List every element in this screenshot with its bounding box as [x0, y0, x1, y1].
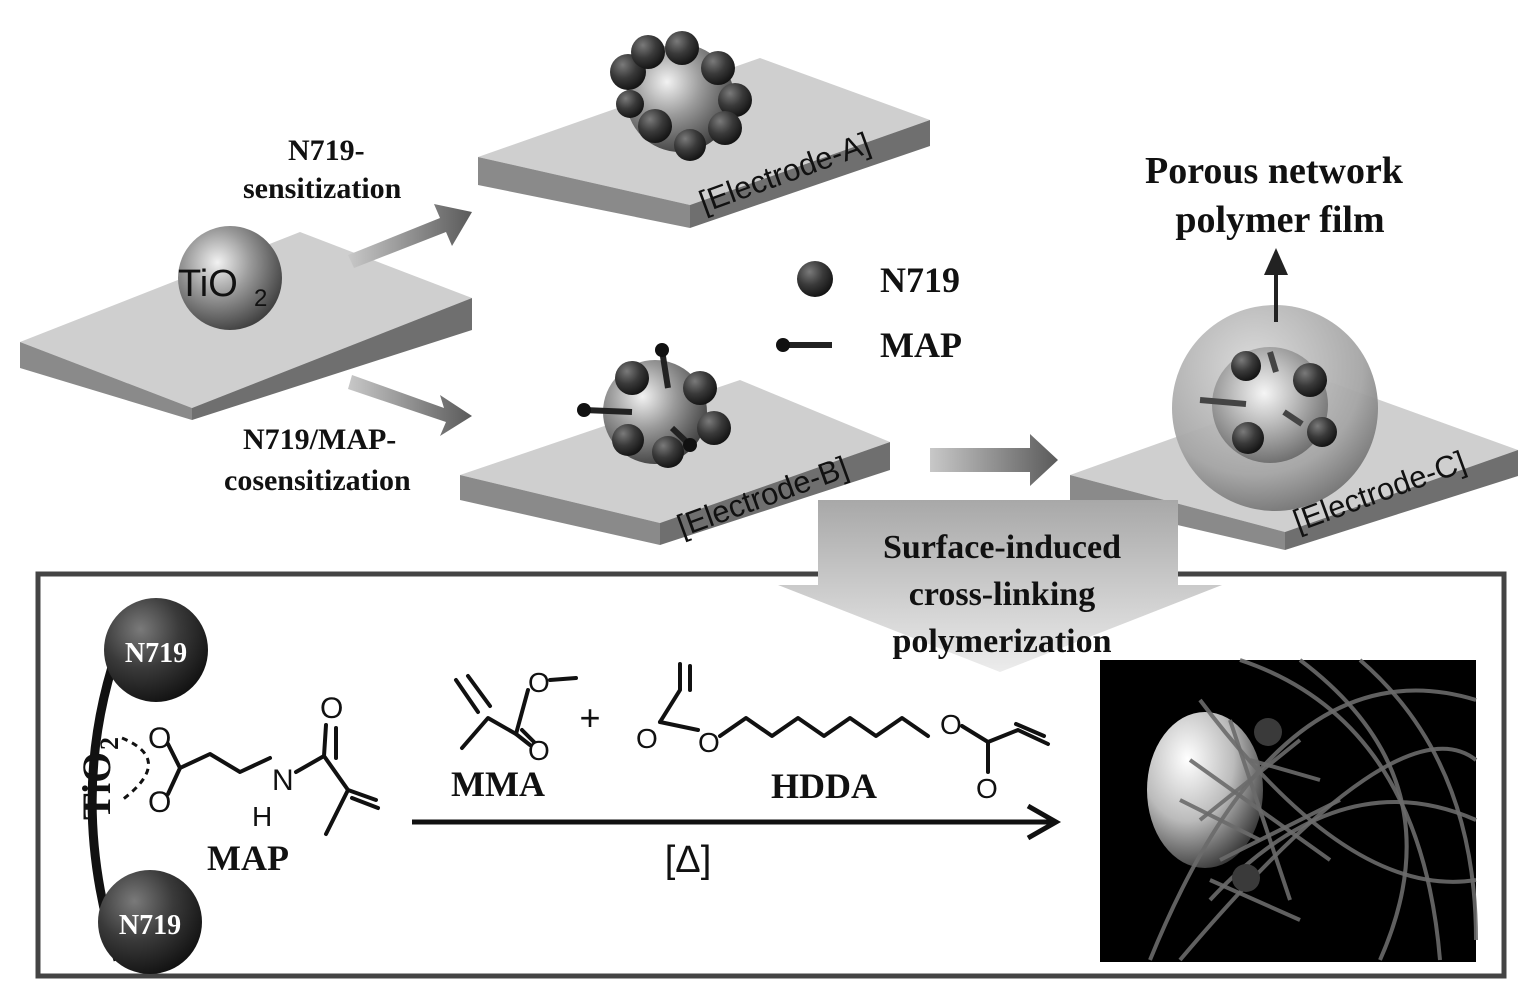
svg-text:O: O: [148, 786, 171, 819]
cosensitization-arrow: [348, 375, 472, 436]
sensitization-arrow: [348, 204, 472, 268]
svg-text:O: O: [976, 773, 998, 804]
legend-n719-label: N719: [880, 260, 960, 300]
svg-text:TiO: TiO: [74, 752, 119, 820]
step-b-label-line1: N719/MAP-: [243, 423, 396, 456]
legend-map-label: MAP: [880, 325, 962, 365]
n719-legend-icon: [797, 261, 833, 297]
svg-text:O: O: [148, 722, 171, 755]
surface-label-line2: cross-linking: [909, 576, 1095, 613]
mma-structure: O O MMA +: [451, 667, 601, 804]
tio2-particle: TiO 2: [178, 226, 282, 330]
svg-text:O: O: [528, 735, 550, 766]
legend: N719 MAP: [776, 260, 962, 365]
surface-label-line1: Surface-induced: [883, 529, 1121, 566]
svg-text:N719: N719: [119, 910, 181, 941]
step-a-label-line2: sensitization: [243, 172, 402, 205]
step-b-label-line2: cosensitization: [224, 464, 411, 497]
svg-text:O: O: [320, 692, 343, 725]
hdda-structure: O O O O HDDA: [636, 662, 1050, 806]
svg-text:2: 2: [95, 737, 124, 750]
svg-text:2: 2: [254, 285, 267, 312]
polymerization-arrow: [930, 434, 1058, 486]
svg-text:N719: N719: [125, 638, 187, 669]
mma-label: MMA: [451, 764, 545, 804]
polymer-network-render: [1100, 658, 1478, 962]
heat-condition-label: [Δ]: [665, 839, 712, 881]
plus-sign: +: [579, 697, 600, 738]
porous-label-line1: Porous network: [1145, 150, 1404, 192]
porous-film-callout: Porous network polymer film: [1145, 150, 1404, 322]
svg-text:O: O: [636, 723, 658, 754]
n719-sphere-top: N719: [104, 598, 208, 702]
n719-sphere-bottom: N719: [98, 870, 202, 974]
svg-text:O: O: [940, 709, 962, 740]
map-label: MAP: [207, 838, 289, 878]
porous-label-line2: polymer film: [1175, 199, 1384, 241]
step-a-label-line1: N719-: [288, 134, 365, 167]
svg-text:N: N: [272, 764, 294, 797]
reaction-arrow: [Δ]: [412, 803, 1062, 881]
svg-text:O: O: [698, 727, 720, 758]
surface-induced-arrow: Surface-induced cross-linking polymeriza…: [778, 500, 1222, 672]
surface-label-line3: polymerization: [892, 623, 1111, 660]
svg-text:TiO: TiO: [178, 263, 238, 305]
svg-text:H: H: [252, 801, 272, 832]
map-structure: O O N H O MAP: [121, 692, 380, 878]
svg-text:O: O: [528, 667, 550, 698]
hdda-label: HDDA: [771, 766, 877, 806]
electrode-a: [Electrode-A]: [478, 31, 930, 228]
mechanism-frame: [35, 571, 1507, 979]
